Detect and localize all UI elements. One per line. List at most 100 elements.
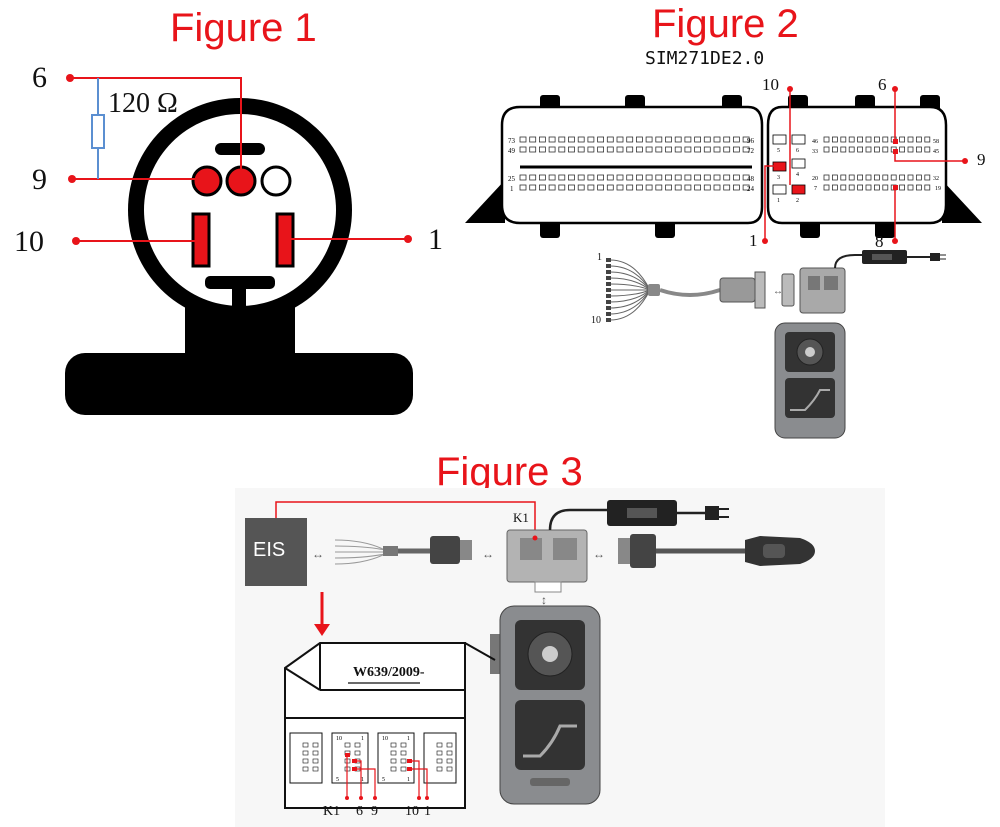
fig2-cable-num-10: 10 [591, 315, 601, 326]
connector-pin [831, 174, 838, 181]
connector-pin [857, 184, 864, 191]
connector-pin [703, 184, 711, 191]
connector-pin [882, 146, 889, 153]
sc-num-5a: 5 [336, 777, 339, 783]
connector-pin [626, 184, 634, 191]
k1-box-label: K1 [513, 510, 529, 525]
connector-pin [703, 136, 711, 143]
connector-pin [568, 184, 575, 191]
connector-pin [626, 136, 634, 143]
connector-pin [587, 174, 595, 181]
conn-num-73: 73 [508, 137, 516, 145]
connector-pin [823, 184, 830, 191]
connector-pin [703, 146, 711, 153]
sc-num-5b: 5 [382, 777, 385, 783]
figure2-subtitle: SIM271DE2.0 [645, 48, 765, 69]
connector-pin [857, 174, 864, 181]
connector-pin [840, 184, 847, 191]
conn-num-46: 46 [812, 139, 818, 145]
resistor-120-ohm [91, 78, 105, 179]
connector-pin [655, 174, 663, 181]
connector-pin [915, 136, 922, 143]
connector-pin [529, 136, 537, 143]
fig3-pin-6-label: 6 [356, 804, 363, 819]
fig3-k1-label: K1 [323, 804, 341, 819]
fig1-pin-10-label: 10 [14, 225, 44, 258]
connector-pin [873, 174, 880, 181]
connector-pin [302, 750, 309, 756]
connector-pin [873, 184, 880, 191]
connector-pin [823, 146, 830, 153]
connector-pin [694, 136, 702, 143]
block-2-red [791, 184, 806, 195]
connector-pin [915, 174, 922, 181]
conn-num-33: 33 [812, 149, 818, 155]
connector-pin [577, 146, 585, 153]
connector-pin [539, 146, 546, 153]
connector-pin [713, 146, 721, 153]
connector-pin [616, 136, 624, 143]
conn-num-32: 32 [933, 176, 939, 182]
connector-pin [539, 184, 546, 191]
connector-pin [558, 184, 566, 191]
eis-label: EIS [253, 539, 286, 561]
connector-pin [899, 174, 906, 181]
connector-pin [568, 136, 575, 143]
connector-pin [400, 742, 407, 748]
connector-pin [577, 174, 585, 181]
connector-pin [915, 184, 922, 191]
fig1-pin-6-label: 6 [32, 61, 47, 94]
connector-pin [684, 174, 692, 181]
connector-pin [840, 174, 847, 181]
connector-pin [899, 146, 906, 153]
connector-pin [587, 146, 595, 153]
sc-num-10a: 10 [336, 736, 342, 742]
connector-pin [907, 136, 914, 143]
connector-pin [529, 146, 537, 153]
connector-pin [742, 184, 750, 191]
connector-pin [713, 184, 721, 191]
connector-pin [548, 136, 556, 143]
connector-pin [848, 136, 855, 143]
connector-pin [831, 146, 838, 153]
connector-pin [400, 758, 407, 764]
sc-num-1d: 1 [407, 777, 410, 783]
connector-pin [587, 184, 595, 191]
connector-pin [857, 136, 864, 143]
connector-pin [674, 136, 682, 143]
conn-num-24: 24 [747, 185, 755, 193]
conn-num-58: 58 [933, 139, 939, 145]
connector-pin [548, 146, 556, 153]
figure3-title: Figure 3 [436, 450, 583, 494]
connector-pin [924, 146, 931, 153]
connector-pin [732, 174, 740, 181]
connector-pin [446, 750, 453, 756]
connector-pin [446, 742, 453, 748]
connector-pin [694, 184, 702, 191]
connector-pin [568, 146, 575, 153]
connector-pin [732, 184, 740, 191]
block-num-1: 1 [777, 198, 780, 204]
sc-num-10b: 10 [382, 736, 388, 742]
connector-pin [587, 136, 595, 143]
connector-pin [606, 184, 614, 191]
conn-num-96: 96 [747, 137, 755, 145]
conn-num-72: 72 [747, 147, 755, 155]
connector-pin [907, 146, 914, 153]
conn-num-1: 1 [510, 185, 514, 193]
connector-pin [312, 758, 319, 764]
connector-pin [924, 174, 931, 181]
connector-pin [577, 184, 585, 191]
connector-pin [831, 136, 838, 143]
connector-pin [882, 174, 889, 181]
connector-pin [907, 184, 914, 191]
connector-pin [865, 136, 872, 143]
connector-pin [665, 146, 672, 153]
connector-pin [519, 174, 527, 181]
connector-pin [635, 174, 643, 181]
connector-pin [907, 174, 914, 181]
figure2-title: Figure 2 [652, 2, 799, 46]
connector-pin [312, 750, 319, 756]
connector-pin [713, 174, 721, 181]
connector-pin [655, 136, 663, 143]
